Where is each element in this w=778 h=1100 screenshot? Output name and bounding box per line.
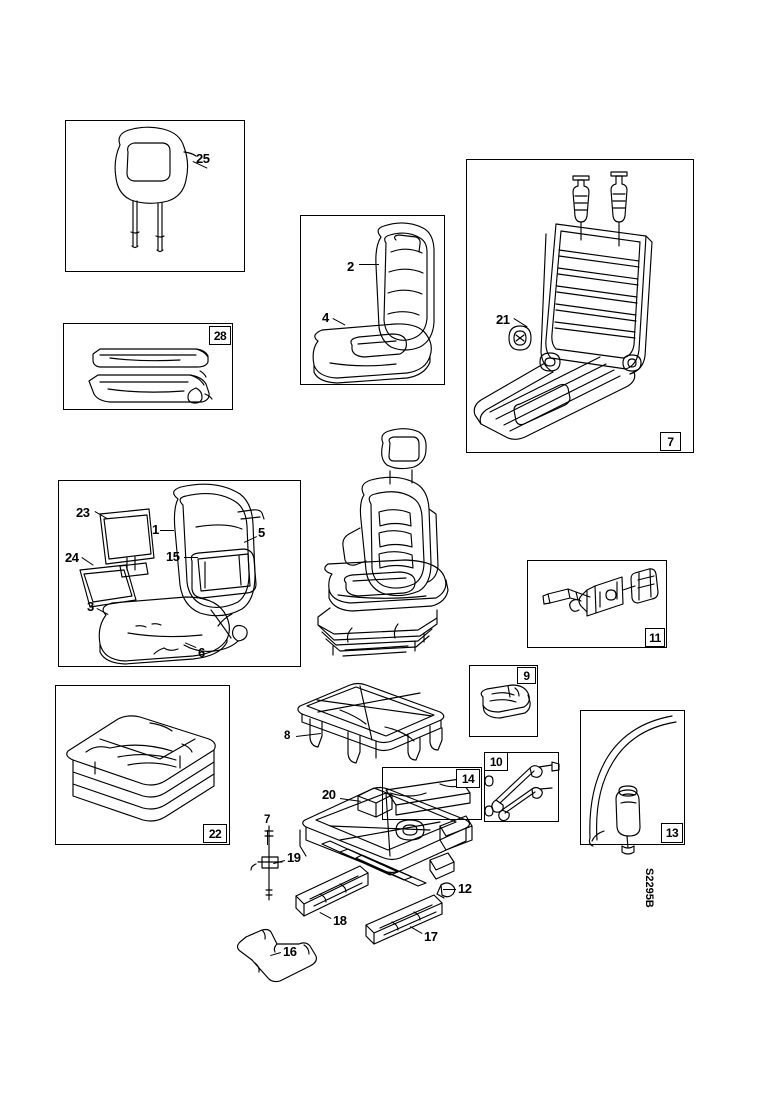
seat-pads-panel xyxy=(300,215,445,385)
callout-4-cushion-pad: 4 xyxy=(322,310,329,325)
callout-1-back-cover: 1 xyxy=(152,522,159,537)
seat-base-frame-figure xyxy=(297,682,445,764)
leader-19 xyxy=(273,860,285,865)
callout-6-cable-tie: 6 xyxy=(198,645,205,660)
callout-8-seat-base-frame: 8 xyxy=(284,730,290,742)
callout-23-headrest-cover: 23 xyxy=(76,505,90,520)
panel-tag-11: 11 xyxy=(645,628,665,647)
callout-24-side-pad: 24 xyxy=(65,550,79,565)
linkage-rods-panel xyxy=(484,752,559,822)
callout-3-cushion-cover: 3 xyxy=(87,599,94,614)
trim-strips-panel xyxy=(63,323,233,410)
cable-panel xyxy=(580,710,685,845)
panel-tag-9: 9 xyxy=(517,667,536,684)
drawing-number: S2295B xyxy=(643,868,655,908)
panel-tag-28: 28 xyxy=(209,326,231,345)
rail-assembly-panel xyxy=(382,767,482,820)
callout-20-bracket: 20 xyxy=(322,787,336,802)
callout-15-map-pocket: 15 xyxy=(166,549,180,564)
callout-2-back-pad: 2 xyxy=(347,259,354,274)
callout-5-trim-strip: 5 xyxy=(258,525,265,540)
callout-12-clip: 12 xyxy=(458,881,472,896)
panel-tag-13: 13 xyxy=(661,823,683,843)
callout-25-headrest: 25 xyxy=(196,151,210,166)
wire-frame-figure xyxy=(236,928,317,983)
complete-seat-figure xyxy=(317,428,449,657)
leader-17 xyxy=(409,926,423,934)
panel-tag-7: 7 xyxy=(660,432,681,451)
panel-tag-14: 14 xyxy=(456,769,480,788)
leader-18 xyxy=(319,912,332,919)
headrest-panel xyxy=(65,120,245,272)
callout-21-pivot-knob: 21 xyxy=(496,312,510,327)
knob-panel xyxy=(469,665,538,737)
seat-covers-panel xyxy=(58,480,301,667)
panel-tag-10: 10 xyxy=(484,752,508,771)
leader-15 xyxy=(184,557,198,558)
leader-20 xyxy=(339,798,361,802)
leader-12 xyxy=(443,889,456,890)
callout-18-rail-left: 18 xyxy=(333,913,347,928)
callout-17-rail-right: 17 xyxy=(424,929,438,944)
callout-16-wire-frame: 16 xyxy=(283,944,297,959)
leader-8 xyxy=(296,732,321,737)
callout-7-frame-pointer: 7 xyxy=(264,814,270,826)
panel-tag-22: 22 xyxy=(203,824,227,843)
latch-hardware-panel xyxy=(527,560,667,648)
leader-2 xyxy=(359,264,379,265)
leader-7-pointer xyxy=(267,830,268,845)
seat-frame-panel xyxy=(466,159,694,453)
cushion-padding-panel xyxy=(55,685,230,845)
leader-16 xyxy=(270,952,281,957)
leader-1 xyxy=(160,530,174,531)
rail-left-figure xyxy=(295,865,369,917)
callout-19-pin: 19 xyxy=(287,850,301,865)
